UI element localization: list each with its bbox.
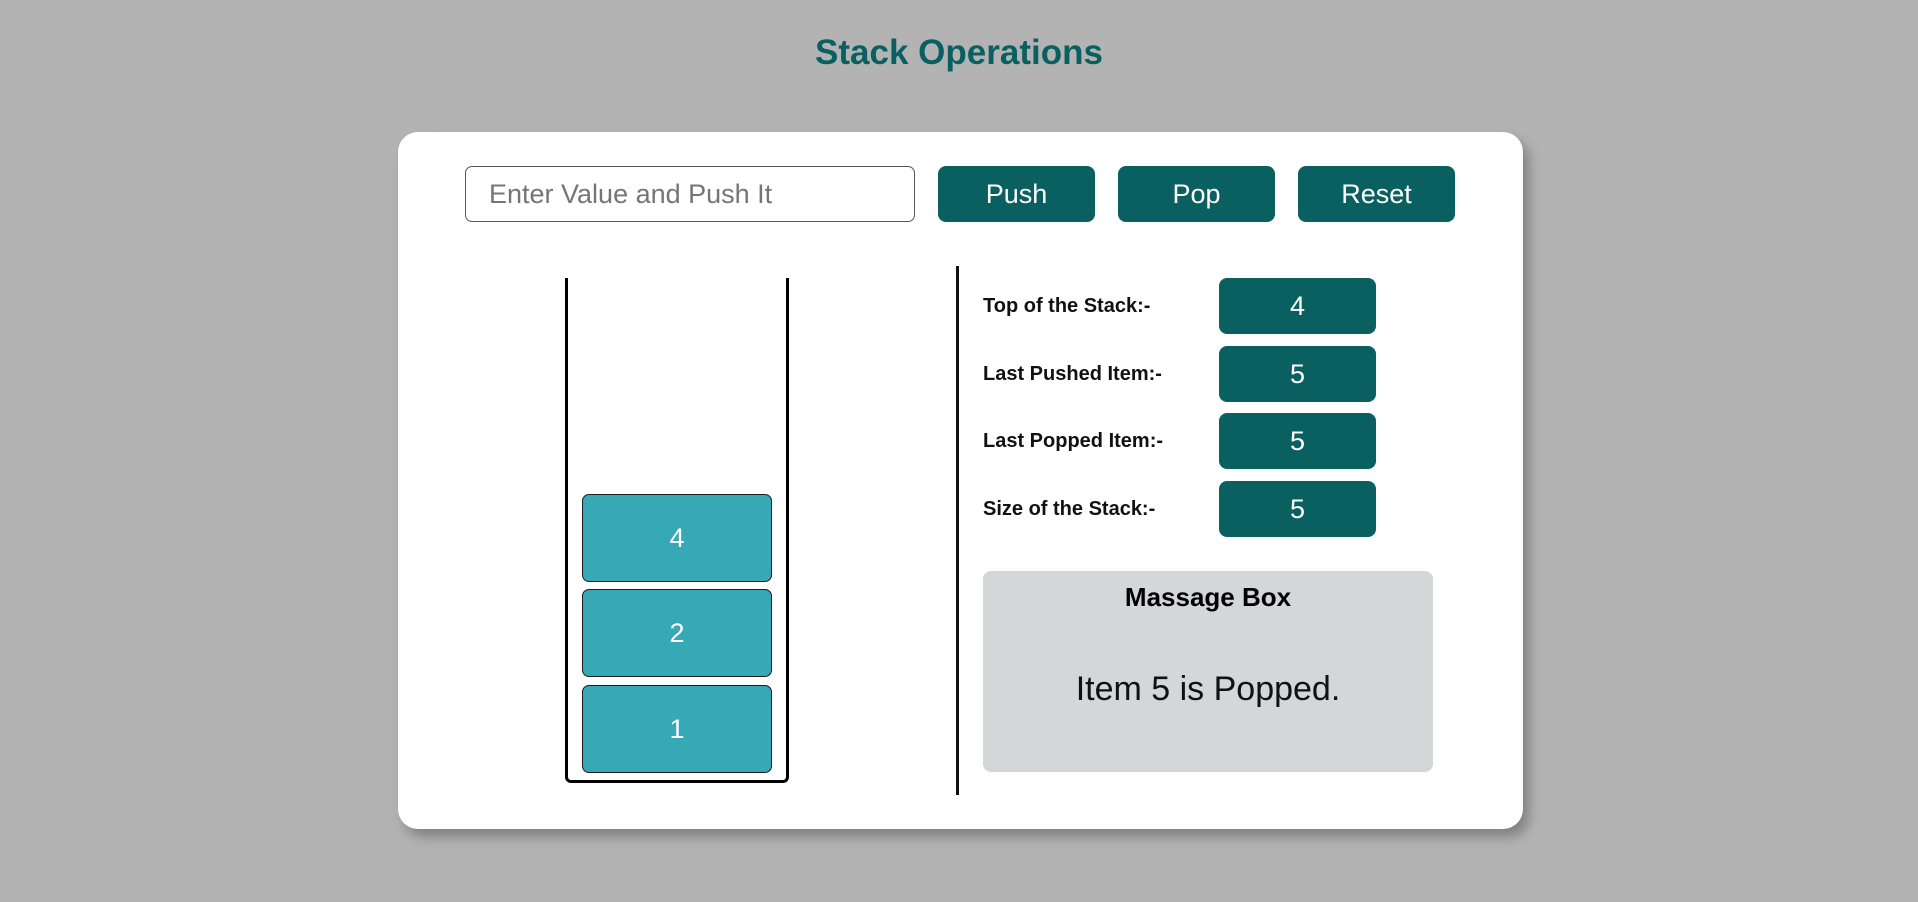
value-input[interactable] [465,166,915,222]
page-title: Stack Operations [815,33,1103,72]
stack-container: 1 2 4 [565,278,789,783]
last-pushed-value: 5 [1219,346,1376,402]
stack-item-top: 4 [582,494,772,582]
last-pushed-label: Last Pushed Item:- [983,363,1162,385]
stack-size-label: Size of the Stack:- [983,498,1156,520]
stack-panel: Push Pop Reset 1 2 4 Top of the Stack:- … [398,132,1523,829]
pop-button[interactable]: Pop [1118,166,1275,222]
stack-item-bottom: 1 [582,685,772,773]
last-popped-value: 5 [1219,413,1376,469]
reset-button[interactable]: Reset [1298,166,1455,222]
top-of-stack-label: Top of the Stack:- [983,295,1151,317]
top-of-stack-value: 4 [1219,278,1376,334]
stack-size-value: 5 [1219,481,1376,537]
message-box-title: Massage Box [1124,582,1292,612]
stack-item-middle: 2 [582,589,772,677]
last-popped-label: Last Popped Item:- [983,430,1164,452]
push-button[interactable]: Push [938,166,1095,222]
message-box: Massage Box Item 5 is Popped. [983,571,1433,772]
message-box-text: Item 5 is Popped. [1075,670,1341,708]
divider [956,266,959,795]
